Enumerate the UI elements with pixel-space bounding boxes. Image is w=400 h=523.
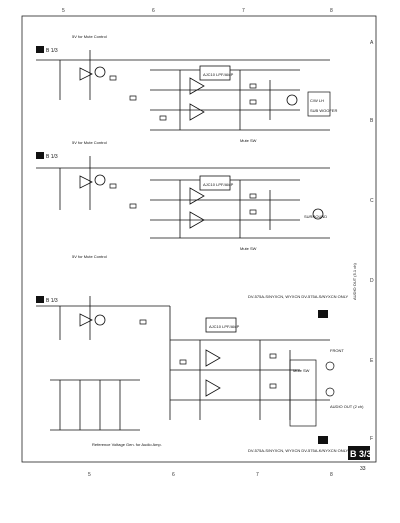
section-2: 5V for Mute Control B 1/3 AJC10 LPF/AMP …	[36, 140, 330, 251]
frame-border	[21, 15, 377, 463]
page-number: 33	[360, 466, 366, 472]
output-3a: FRONT	[330, 348, 344, 353]
sheet-ref-box	[348, 446, 370, 460]
model-note-1: DV-575A-S/NYXCN, WYXCN DV-575A-S/NYXCN O…	[248, 294, 349, 299]
grid-row-d: D	[370, 278, 374, 284]
sheet-ref: B 3/3	[350, 449, 372, 459]
lpf-label-1: AJC10 LPF/AMP	[203, 72, 234, 77]
mute-sw-1: Mute SW	[240, 138, 257, 143]
lpf-box-1	[199, 65, 231, 81]
grid-col-top-3: 7	[242, 8, 245, 14]
mute-sw-3: Mute SW	[293, 368, 310, 373]
mute-label-2: 5V for Mute Control	[72, 140, 107, 145]
grid-col-bottom-2: 6	[172, 472, 175, 478]
mute-label-1: 5V for Mute Control	[72, 34, 107, 39]
grid-row-b: B	[370, 118, 374, 124]
grid-col-bottom-3: 7	[256, 472, 259, 478]
grid-row-c: C	[370, 198, 374, 204]
section-3: 5V for Mute Control B 1/3 AJC10 LPF/AMP …	[36, 254, 364, 444]
grid-col-top-1: 5	[62, 8, 65, 14]
grid-col-bottom-1: 5	[88, 472, 91, 478]
sheet-tag-1: B 1/3	[46, 48, 58, 54]
side-label: AUDIO OUT (5.1 ch)	[352, 263, 357, 300]
sheet-tag-3: B 1/3	[46, 298, 58, 304]
output-1b: SUB WOOFER	[310, 108, 337, 113]
lpf-label-2: AJC10 LPF/AMP	[203, 182, 234, 187]
grid-col-top-4: 8	[330, 8, 333, 14]
ref-voltage-label: Reference Voltage Gen. for Audio Amp.	[92, 442, 162, 447]
model-note-2: DV-575A-S/NYXCN, WYXCN DV-575A-K/NYXCN O…	[248, 448, 349, 453]
output-1a: C/W LH	[310, 98, 324, 103]
mute-label-3: 5V for Mute Control	[72, 254, 107, 259]
grid-col-bottom-4: 8	[330, 472, 333, 478]
grid-row-e: E	[370, 358, 374, 364]
section-1: 5V for Mute Control B 1/3 AJC10 LPF/AMP …	[36, 34, 337, 143]
mute-sw-2: Mute SW	[240, 246, 257, 251]
sheet-tag-box-1	[36, 46, 44, 53]
sheet-tag-2: B 1/3	[46, 154, 58, 160]
output-2a: SURROUND	[304, 214, 327, 219]
grid-row-f: F	[370, 436, 373, 442]
output-3b: AUDIO OUT (2 ch)	[330, 404, 364, 409]
grid-col-top-2: 6	[152, 8, 155, 14]
lpf-label-3: AJC10 LPF/AMP	[209, 324, 240, 329]
grid-row-a: A	[370, 40, 374, 46]
